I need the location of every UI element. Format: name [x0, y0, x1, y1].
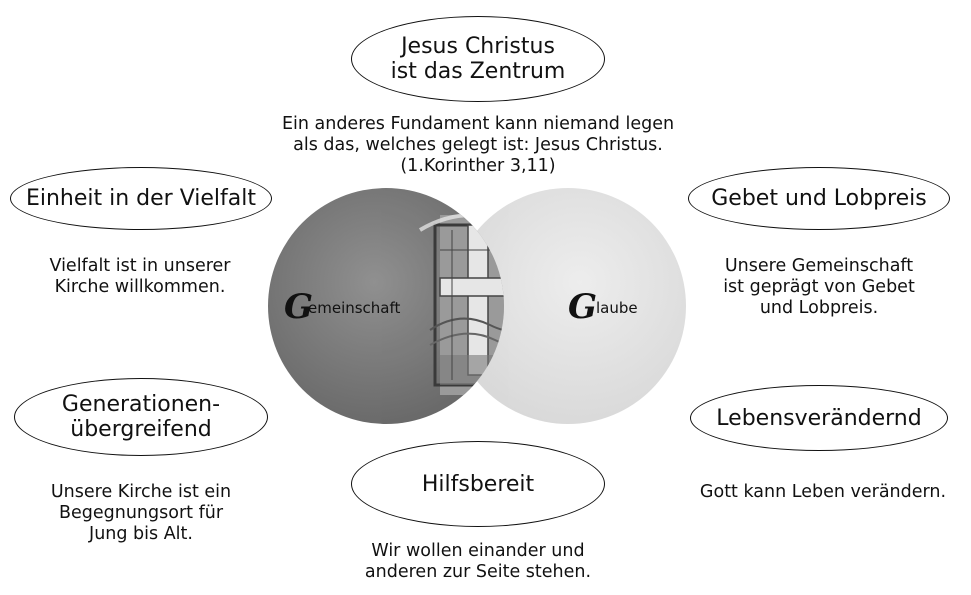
glaube-initial: G	[568, 287, 597, 327]
jesus-christus-text: Ein anderes Fundament kann niemand legen…	[248, 114, 708, 177]
hilfsbereit-oval: Hilfsbereit	[351, 441, 605, 527]
gebet-text: Unsere Gemeinschaft ist geprägt von Gebe…	[700, 256, 938, 319]
generationen-text: Unsere Kirche ist ein Begegnungsort für …	[30, 482, 252, 545]
gemeinschaft-label: emeinschaft	[308, 299, 401, 317]
einheit-text: Vielfalt ist in unserer Kirche willkomme…	[30, 256, 250, 298]
hilfsbereit-text: Wir wollen einander und anderen zur Seit…	[338, 541, 618, 583]
jesus-christus-oval: Jesus Christus ist das Zentrum	[351, 16, 605, 102]
gebet-oval: Gebet und Lobpreis	[688, 167, 950, 230]
lebens-text: Gott kann Leben verändern.	[680, 482, 966, 503]
generationen-oval: Generationen- übergreifend	[14, 378, 268, 456]
lebens-oval: Lebensverändernd	[690, 385, 948, 451]
glaube-label: laube	[596, 299, 638, 317]
einheit-oval: Einheit in der Vielfalt	[10, 167, 272, 230]
